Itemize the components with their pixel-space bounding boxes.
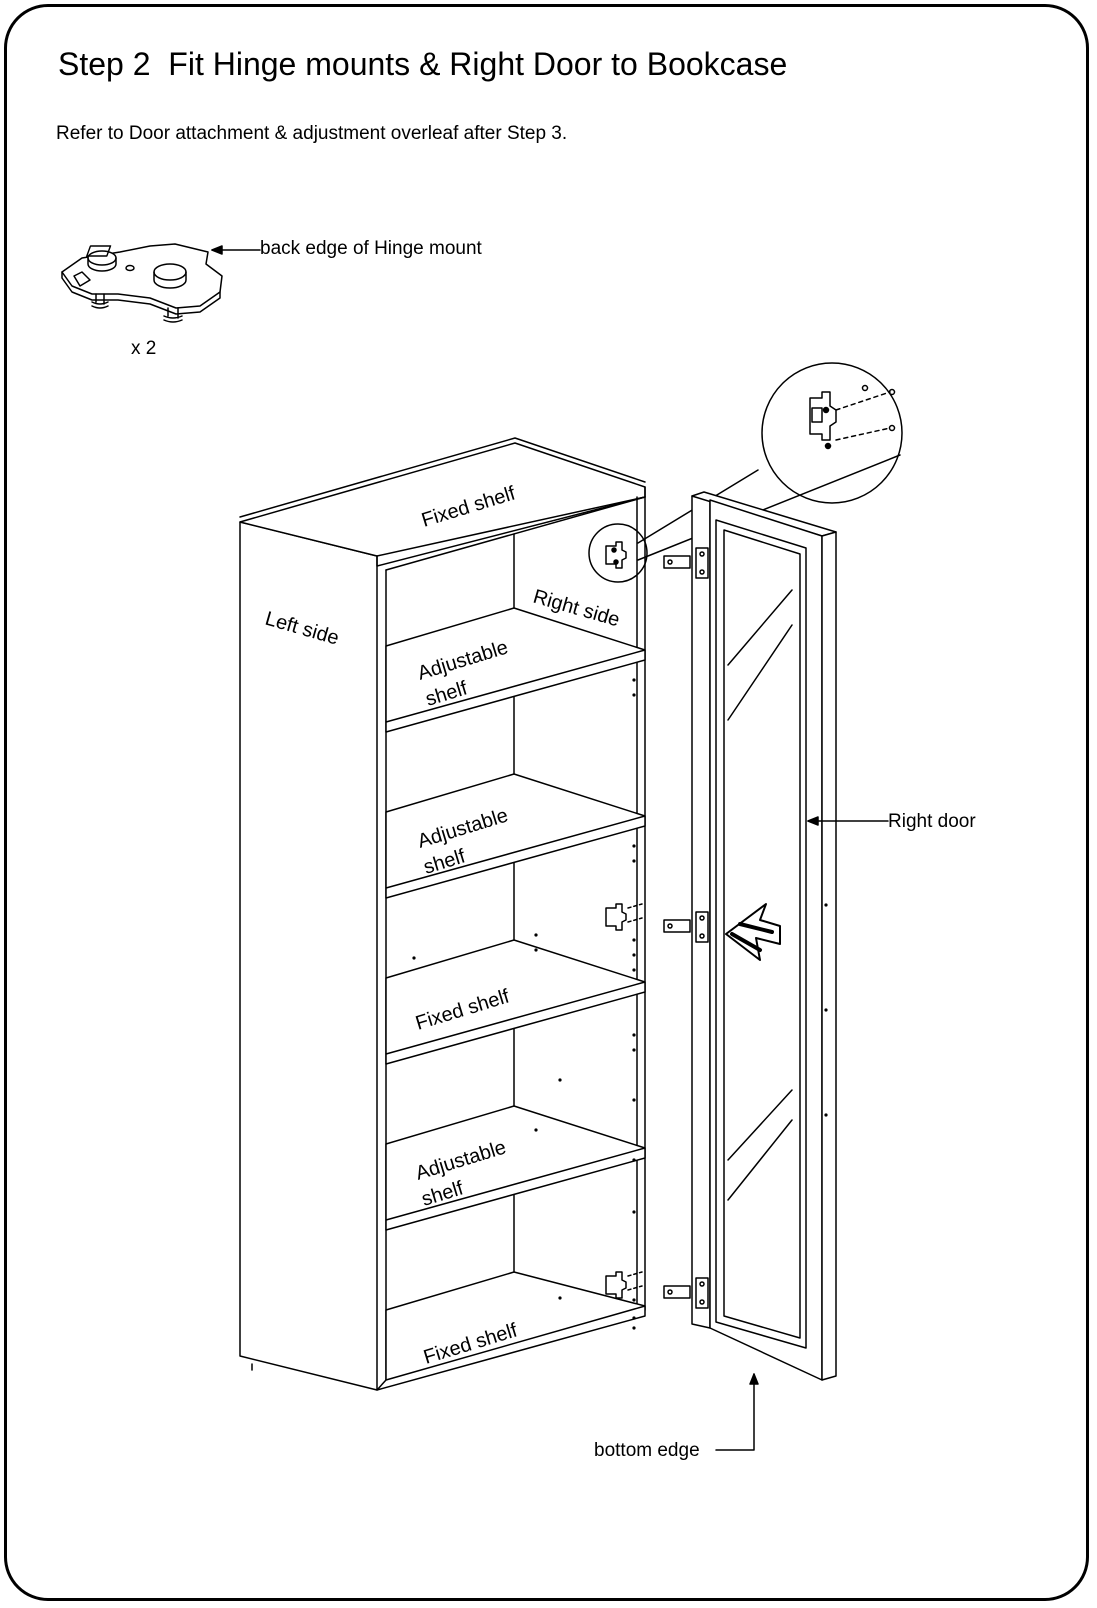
step-instruction: Refer to Door attachment & adjustment ov… [56, 123, 568, 144]
adjustable-shelf-3 [385, 1105, 646, 1231]
door-glass [723, 529, 801, 1339]
hinge-mount-quantity: x 2 [131, 338, 156, 359]
hinge-plate-top [588, 523, 648, 583]
bottom-edge-arrowhead [749, 1373, 759, 1385]
page-frame [4, 4, 1089, 1601]
adjustable-shelf-1 [385, 607, 646, 733]
bottom-edge-leader [715, 1373, 755, 1451]
hinge-mount-arrowhead [211, 245, 223, 255]
door-hinge-bottom [663, 1277, 709, 1309]
direction-arrow [725, 903, 781, 961]
left-side-panel [239, 521, 378, 1391]
fixed-shelf-middle [385, 939, 646, 1065]
door-hinge-middle [663, 911, 709, 943]
adjustable-shelf-2 [385, 773, 646, 899]
right-door-label: Right door [888, 811, 976, 832]
hinge-plate-bottom [605, 1271, 643, 1299]
hinge-mount-callout: back edge of Hinge mount [260, 238, 483, 259]
bookcase [239, 437, 648, 1391]
shelf-pin-holes [412, 678, 636, 1330]
door-hinge-top [663, 547, 709, 579]
right-door-arrowhead [807, 816, 819, 826]
hinge-mount-illustration [61, 243, 223, 323]
fixed-shelf-bottom [376, 1271, 646, 1391]
hinge-plate-middle [605, 903, 643, 931]
bottom-edge-label: bottom edge [594, 1440, 700, 1461]
step-title: Step 2 Fit Hinge mounts & Right Door to … [58, 46, 788, 82]
